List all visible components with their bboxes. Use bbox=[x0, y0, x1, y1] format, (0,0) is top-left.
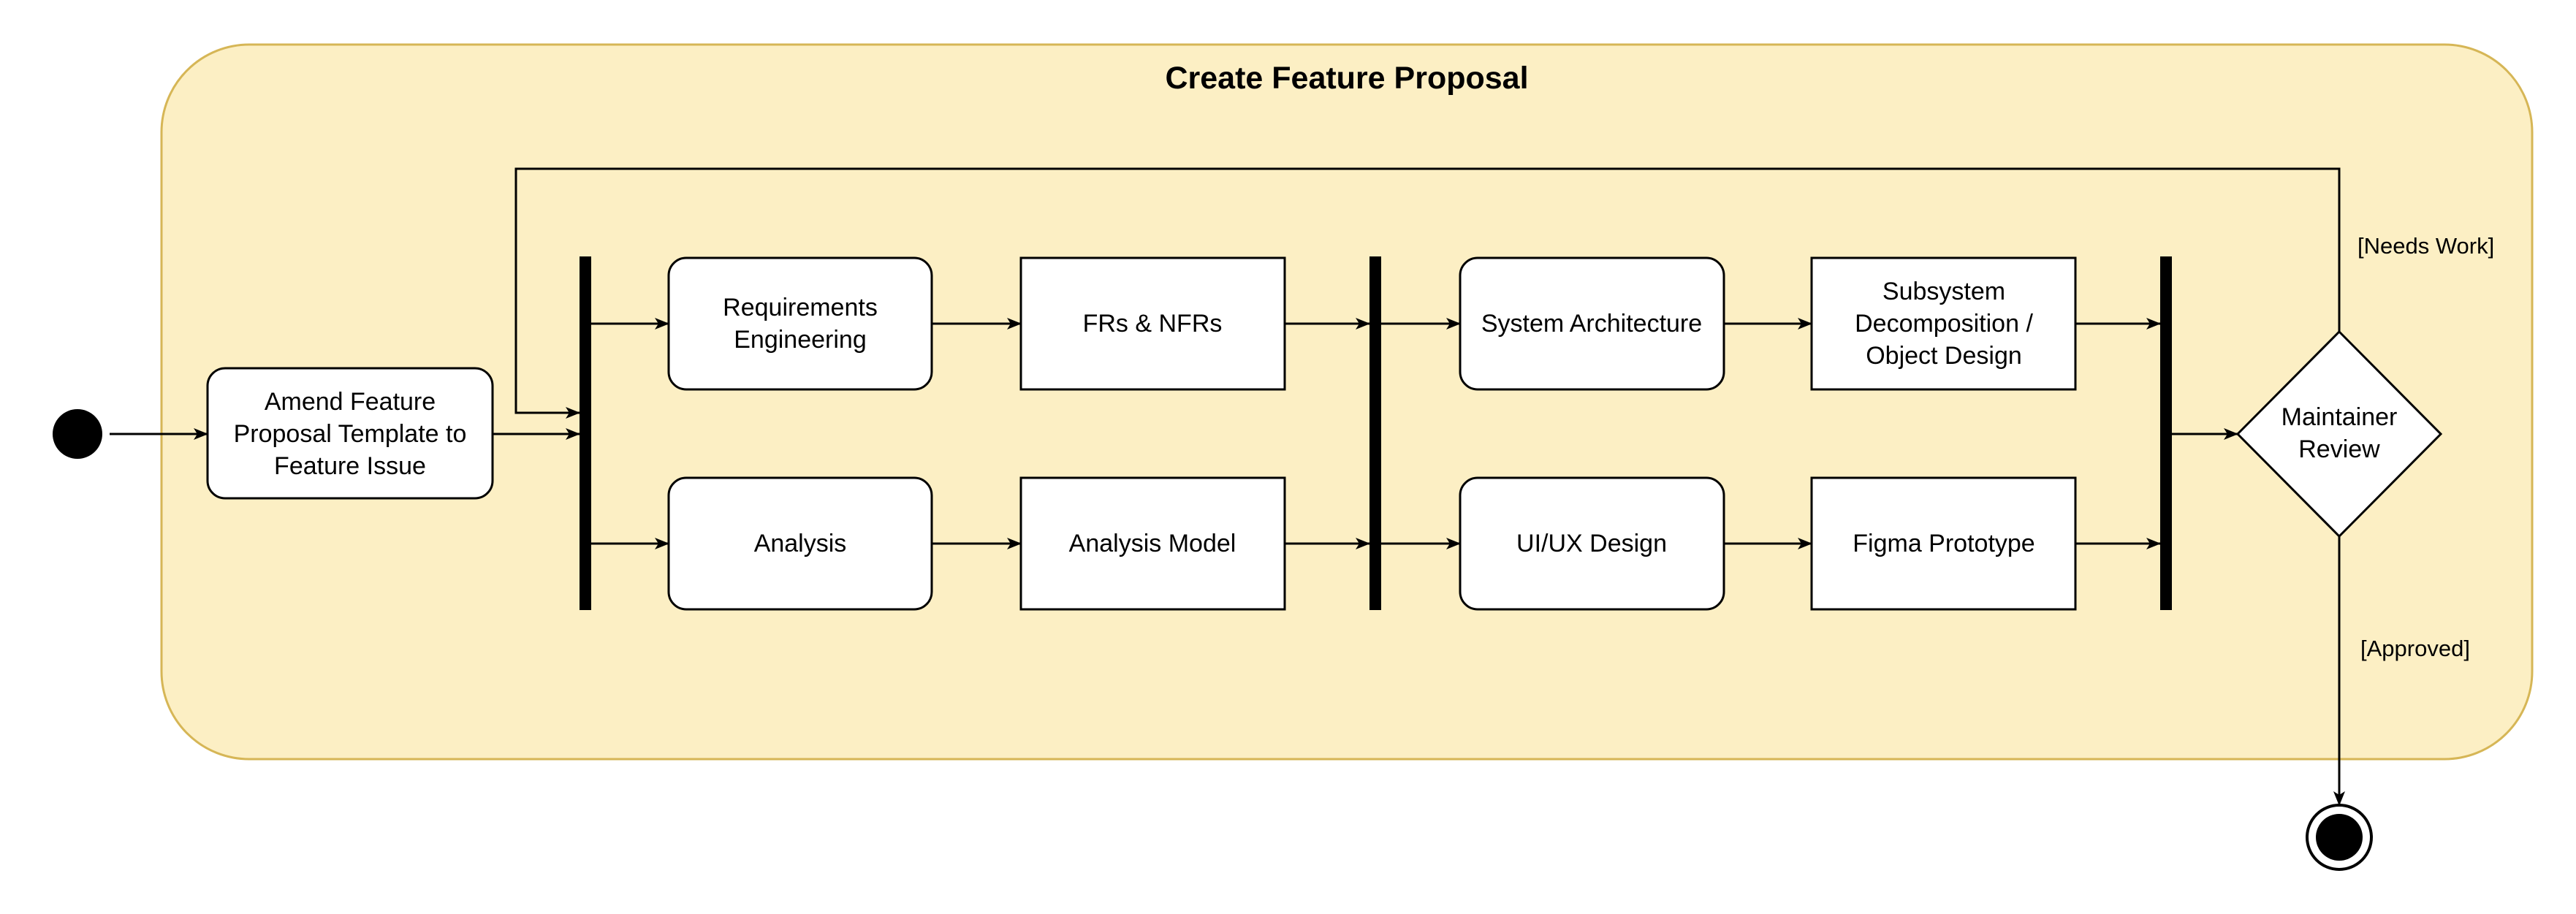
artifact-label-line: Decomposition / bbox=[1855, 310, 2033, 338]
artifact-figma-prototype: Figma Prototype bbox=[1810, 476, 2077, 611]
artifact-label-line: Subsystem bbox=[1882, 278, 2005, 305]
join-bar-3 bbox=[2160, 256, 2172, 610]
action-label: Analysis bbox=[754, 530, 847, 557]
action-label-line: Engineering bbox=[734, 326, 866, 354]
artifact-label: Analysis Model bbox=[1069, 530, 1236, 557]
artifact-subsystem-decomposition: Subsystem Decomposition / Object Design bbox=[1810, 256, 2077, 391]
action-requirements-engineering: Requirements Engineering bbox=[667, 256, 933, 391]
guard-approved: [Approved] bbox=[2360, 636, 2470, 661]
action-analysis: Analysis bbox=[667, 476, 933, 611]
activity-container bbox=[160, 43, 2534, 761]
action-system-architecture: System Architecture bbox=[1459, 256, 1725, 391]
action-label: UI/UX Design bbox=[1516, 530, 1667, 557]
action-label-line: Proposal Template to bbox=[234, 420, 467, 448]
action-label-line: Requirements bbox=[723, 294, 878, 321]
diagram-title: Create Feature Proposal bbox=[1165, 61, 1528, 96]
artifact-analysis-model: Analysis Model bbox=[1019, 476, 1286, 611]
final-node bbox=[2316, 814, 2363, 861]
join-fork-bar-2 bbox=[1369, 256, 1381, 610]
edge-review-needs-work-loop bbox=[514, 167, 2341, 419]
action-label-line: Amend Feature bbox=[265, 388, 436, 416]
action-amend-feature-proposal: Amend Feature Proposal Template to Featu… bbox=[206, 367, 494, 500]
initial-node bbox=[53, 409, 102, 459]
artifact-label: Figma Prototype bbox=[1853, 530, 2034, 557]
artifact-frs-nfrs: FRs & NFRs bbox=[1019, 256, 1286, 391]
artifact-label-line: Object Design bbox=[1866, 342, 2022, 370]
action-label-line: Feature Issue bbox=[274, 452, 426, 480]
decision-label-line: Maintainer bbox=[2281, 403, 2398, 431]
fork-bar-1 bbox=[580, 256, 591, 610]
decision-maintainer-review: Maintainer Review bbox=[2235, 330, 2443, 538]
decision-label-line: Review bbox=[2298, 435, 2380, 463]
artifact-label: FRs & NFRs bbox=[1083, 310, 1223, 338]
guard-needs-work: [Needs Work] bbox=[2357, 233, 2494, 259]
action-uiux-design: UI/UX Design bbox=[1459, 476, 1725, 611]
action-label: System Architecture bbox=[1481, 310, 1702, 338]
